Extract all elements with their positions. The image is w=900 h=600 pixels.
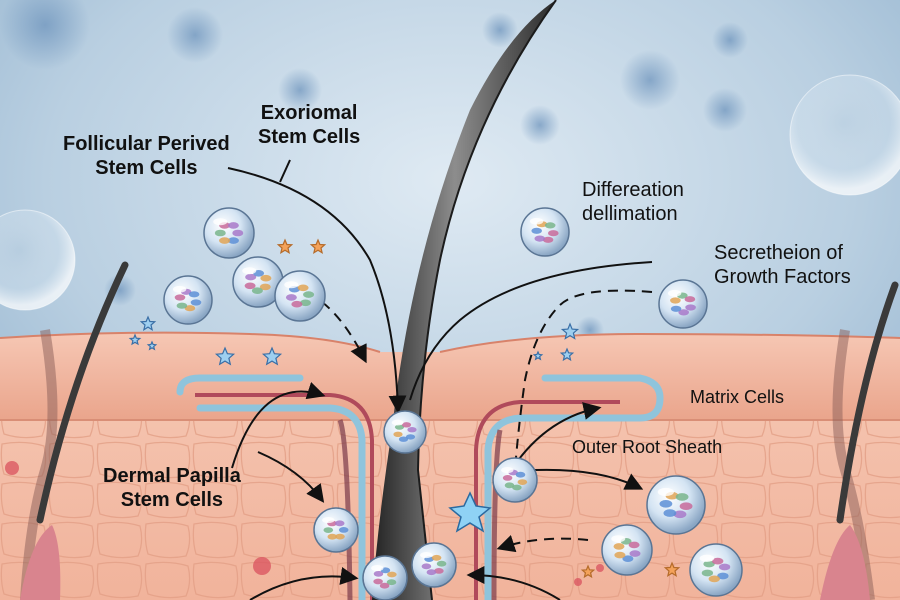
- stem-cell: [274, 270, 326, 322]
- label-dermal-line1: Dermal Papilla: [103, 465, 241, 487]
- stem-cell: [411, 542, 457, 588]
- star-icon: [146, 340, 158, 351]
- label-follicular-line1: Follicular Perived: [63, 133, 230, 155]
- stem-cell: [232, 256, 284, 308]
- stem-cell: [689, 543, 743, 597]
- stem-cell: [492, 457, 538, 503]
- star-icon: [580, 564, 596, 579]
- label-growth-factors-line1: Secretheion of: [714, 242, 843, 264]
- star-icon: [532, 350, 544, 361]
- label-growth-factors: Secretheion of Growth Factors: [714, 241, 851, 289]
- label-outer-root-sheath: Outer Root Sheath: [572, 437, 723, 457]
- label-follicular-stem-cells: Follicular Perived Stem Cells: [63, 132, 230, 180]
- label-differeation: Differeation dellimation: [582, 178, 684, 226]
- stem-cell: [203, 207, 255, 259]
- star-icon: [559, 347, 575, 362]
- star-icon: [560, 322, 580, 340]
- stem-cell: [163, 275, 213, 325]
- epidermis-surface: [0, 331, 900, 353]
- stem-cell: [658, 279, 708, 329]
- stem-cell: [601, 524, 653, 576]
- label-growth-factors-line2: Growth Factors: [714, 266, 851, 288]
- stem-cell: [646, 475, 706, 535]
- star-icon: [261, 346, 283, 366]
- blood-cells: [5, 461, 604, 586]
- label-exoriomal-stem-cells: Exoriomal Stem Cells: [258, 101, 360, 149]
- star-icon: [139, 315, 157, 331]
- stem-cell: [383, 410, 427, 454]
- background-blobs: [0, 0, 900, 344]
- label-exoriomal-line1: Exoriomal: [260, 102, 358, 124]
- label-dermal-papilla-stem-cells: Dermal Papilla Stem Cells: [103, 464, 241, 512]
- stem-cell: [520, 207, 570, 257]
- label-follicular-line2: Stem Cells: [95, 157, 198, 179]
- star-icon: [309, 238, 327, 254]
- stem-cell: [313, 507, 359, 553]
- left-side-follicle: [20, 261, 129, 600]
- star-icon: [663, 561, 681, 577]
- label-exoriomal-line2: Stem Cells: [258, 126, 361, 148]
- left-root-sheath: [176, 374, 374, 600]
- star-icon: [214, 346, 236, 366]
- star-icon: [276, 238, 294, 254]
- right-side-follicle: [820, 281, 899, 600]
- growth-factor-stars: [128, 238, 681, 579]
- label-matrix-cells: Matrix Cells: [690, 387, 785, 407]
- label-dermal-line2: Stem Cells: [120, 489, 224, 511]
- stem-cells: [163, 207, 743, 600]
- label-differeation-line1: Differeation: [582, 179, 684, 201]
- star-icon: [128, 333, 142, 346]
- signal-star: [448, 491, 492, 533]
- stem-cell: [362, 555, 408, 600]
- arrows: [227, 159, 653, 600]
- label-differeation-line2: dellimation: [582, 203, 678, 225]
